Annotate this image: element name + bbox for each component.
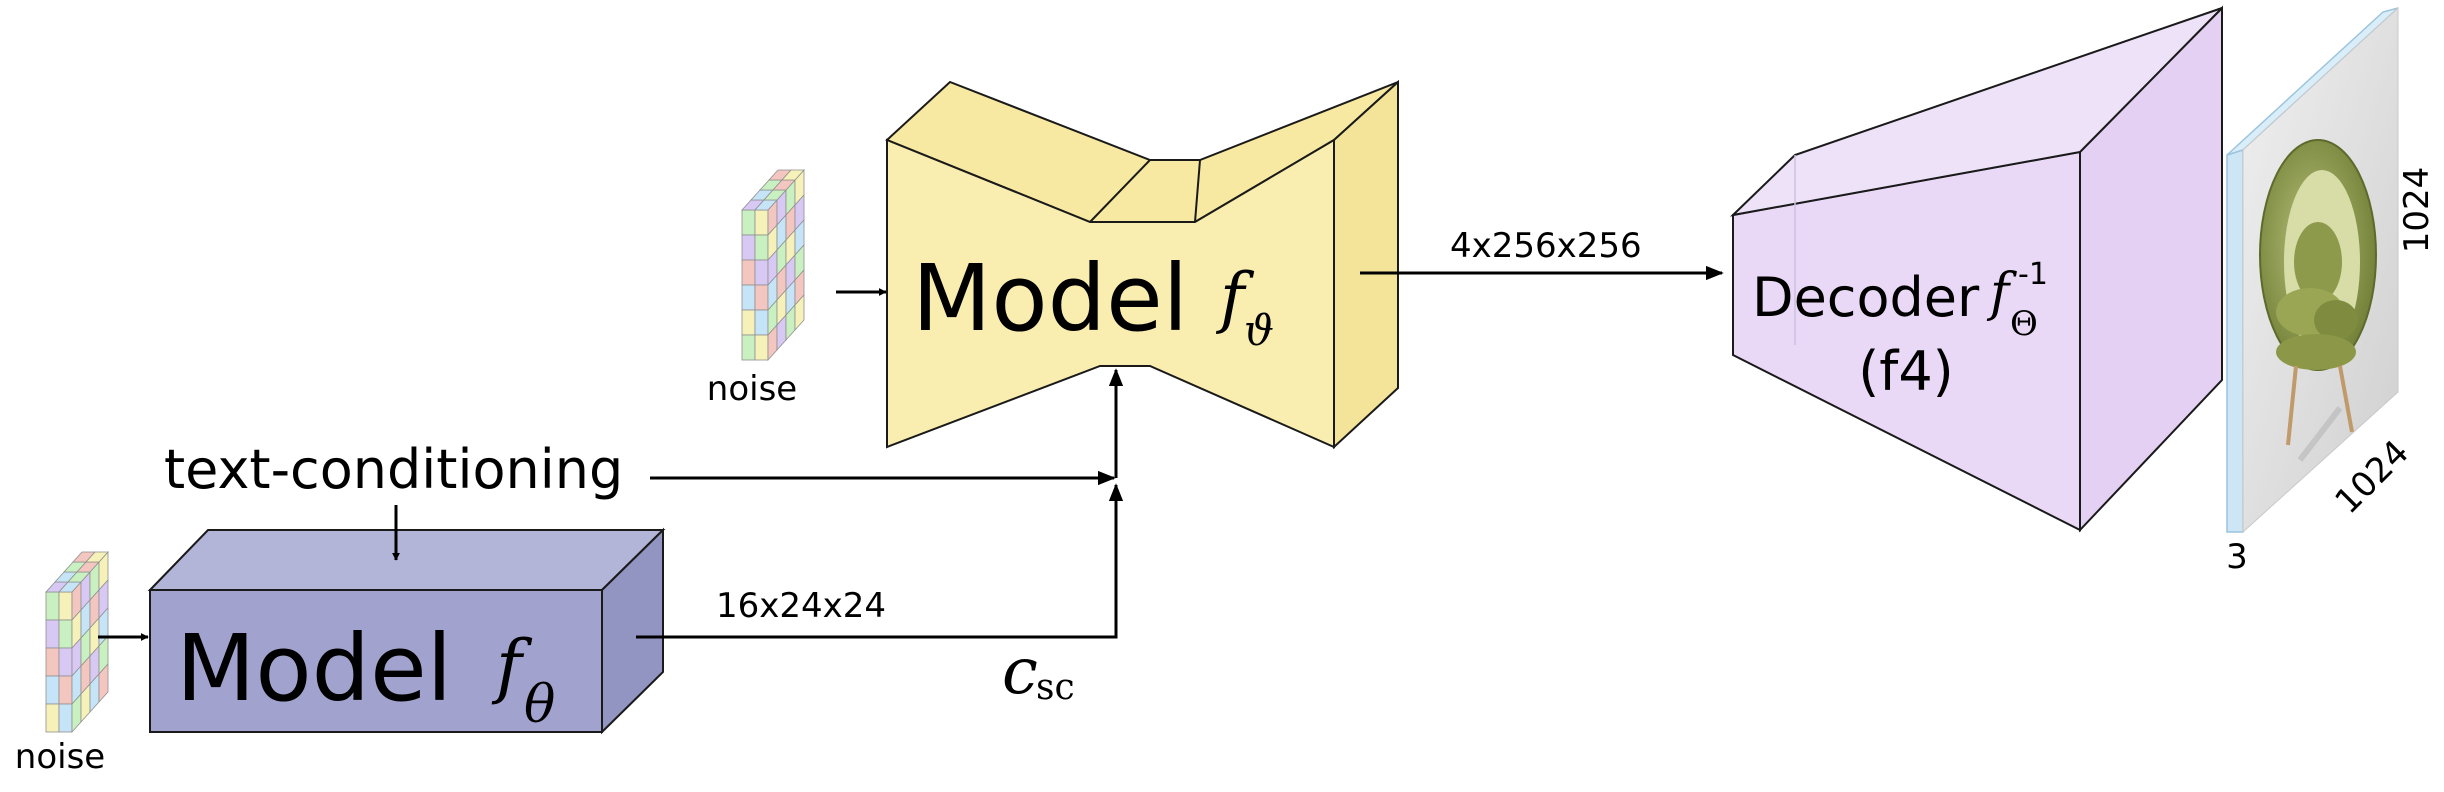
stage-b-model-front (886, 138, 1335, 449)
csc-subscript: sc (1036, 667, 1075, 708)
noise-cell (45, 703, 60, 733)
output-height-label: 1024 (2397, 167, 2437, 254)
noise-cell (58, 591, 73, 621)
noise-cell (741, 284, 756, 311)
stage-a-noise-label: noise (15, 737, 105, 777)
noise-cell (45, 591, 60, 621)
noise-cell (45, 619, 60, 649)
noise-cell (98, 662, 109, 704)
output-width-label: 1024 (2327, 432, 2416, 521)
green-egg-chair-photo-icon (2259, 139, 2377, 462)
noise-cell (58, 703, 73, 733)
noise-cell (741, 309, 756, 336)
output-image-slab: 1024 1024 3 (2226, 6, 2437, 577)
decoder-word: Decoder (1752, 266, 1980, 329)
stage-a-model-front (149, 589, 603, 733)
noise-cell (754, 284, 769, 311)
stage-b-model-side (1333, 79, 1399, 450)
noise-cell (754, 259, 769, 286)
noise-cell (754, 209, 769, 236)
decoder-top-face (1729, 7, 2223, 217)
decoder-superscript: -1 (2018, 257, 2048, 292)
output-channels-label: 3 (2226, 537, 2248, 577)
noise-cell (58, 647, 73, 677)
text-conditioning-label: text-conditioning (164, 438, 623, 501)
noise-cell (754, 334, 769, 361)
noise-cell (754, 309, 769, 336)
stage-b-model-block: Model f ϑ (885, 79, 1399, 450)
stage-a-output-shape: 16x24x24 (716, 586, 886, 626)
noise-cell (58, 619, 73, 649)
stage-a-model-top (147, 529, 666, 591)
noise-cell (754, 234, 769, 261)
decoder-block: Decoder f -1 Θ (f4) (1729, 5, 2223, 533)
decoder-param: Θ (2010, 304, 2038, 344)
noise-cell (45, 675, 60, 705)
csc-path-line (636, 505, 1118, 639)
output-image-frame-side (2226, 148, 2244, 533)
noise-cell (741, 209, 756, 236)
stage-b-noise-label: noise (707, 369, 797, 409)
stage-a-model-param: θ (524, 675, 555, 735)
noise-cell (58, 675, 73, 705)
noise-cell (781, 169, 805, 181)
stage-b-model-word: Model (912, 245, 1188, 352)
noise-cell (794, 293, 805, 332)
noise-cell (45, 647, 60, 677)
noise-cell (741, 234, 756, 261)
stage-a-model-word: Model (176, 615, 452, 722)
noise-cell (741, 334, 756, 361)
csc-symbol: c (1002, 635, 1038, 709)
latent-shape-label: 4x256x256 (1450, 226, 1642, 266)
stage-a-model-block: Model f θ (147, 527, 666, 735)
stage-b-model-param: ϑ (1244, 306, 1274, 355)
noise-cell (741, 259, 756, 286)
decoder-variant: (f4) (1858, 340, 1954, 403)
noise-cube-icon (45, 550, 109, 734)
noise-cell (85, 551, 109, 563)
noise-cube-icon (741, 168, 805, 362)
